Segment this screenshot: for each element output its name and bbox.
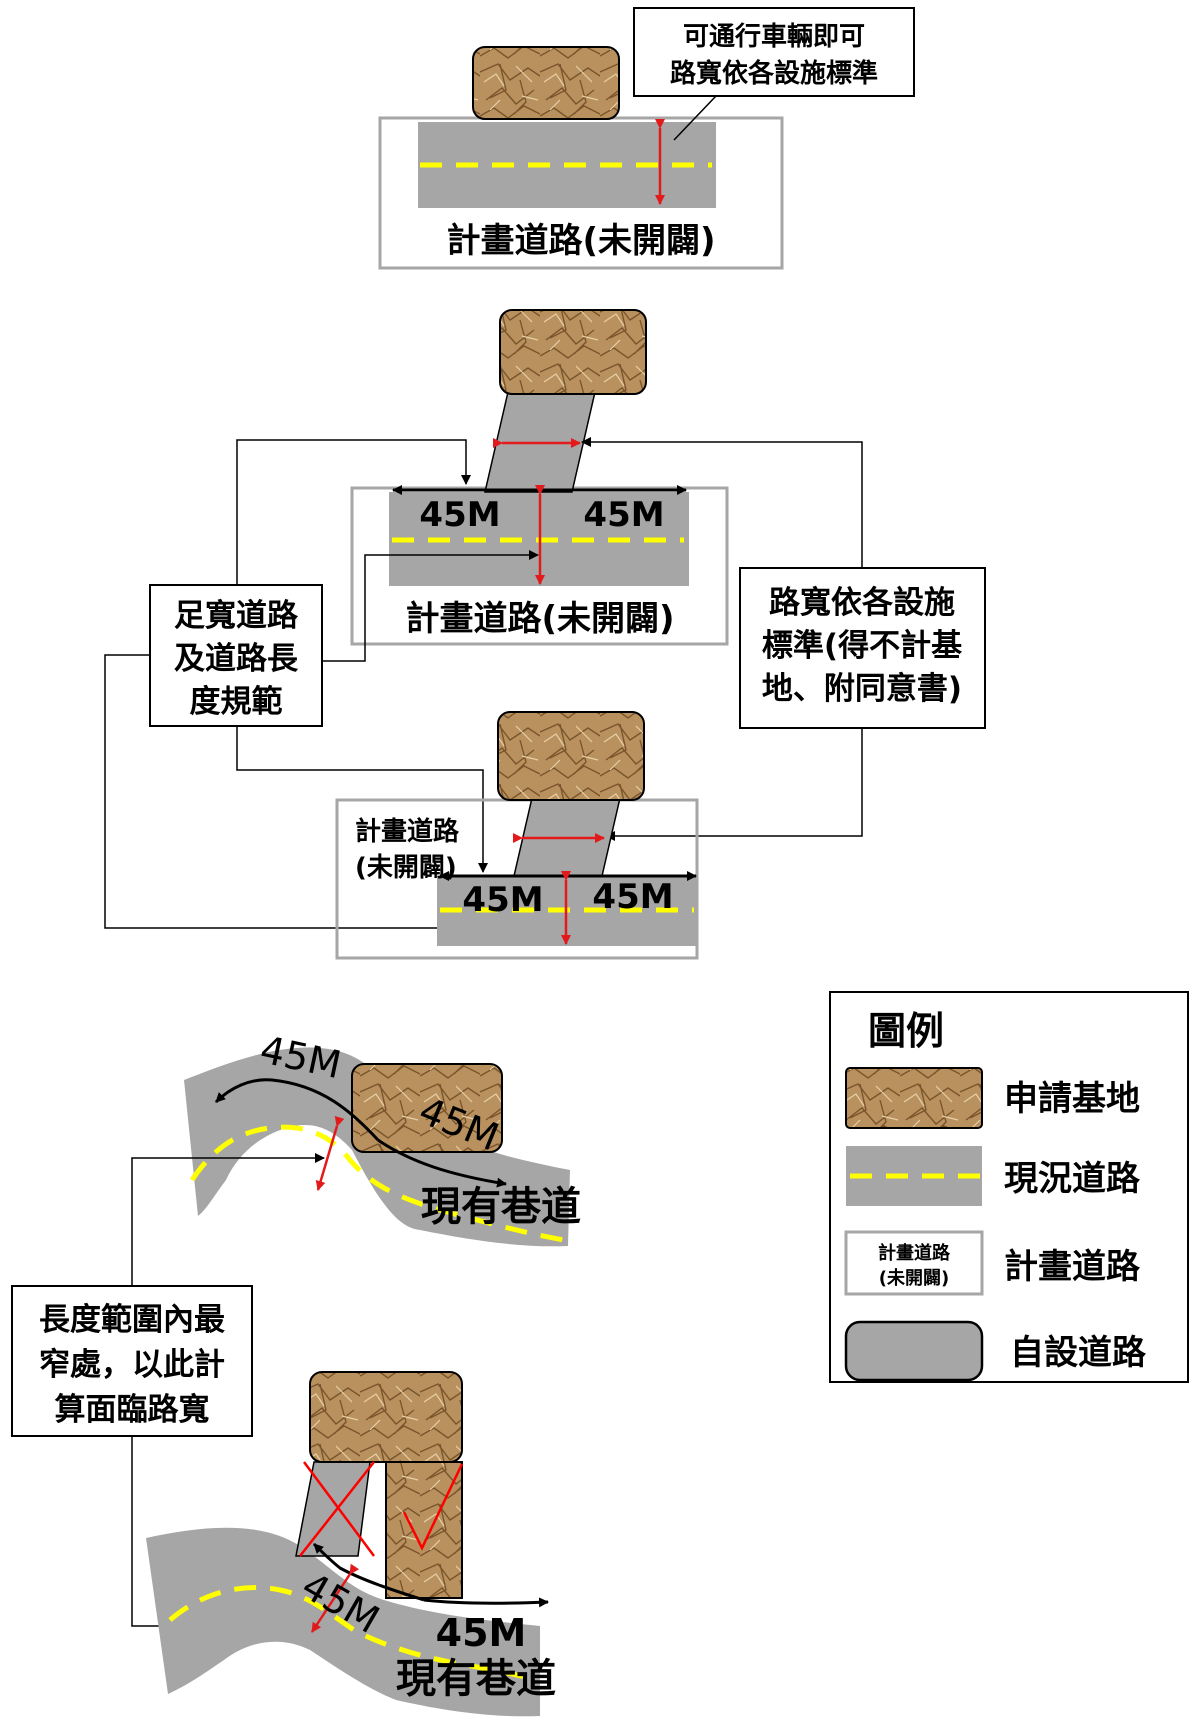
- legend-planned-road-icon-text-1: 計畫道路: [878, 1242, 951, 1264]
- callout-line-2: 路寬依各設施標準: [670, 58, 878, 89]
- callout-line-1: 可通行車輛即可: [683, 21, 865, 52]
- length-label-right: 45M: [583, 495, 664, 535]
- side-note-right-line-2: 標準(得不計基: [762, 628, 962, 664]
- length-label-left: 45M: [419, 495, 500, 535]
- length-label-right: 45M: [436, 1611, 527, 1655]
- side-note-left: 足寬道路 及道路長 度規範: [149, 584, 323, 727]
- rejected-access-road: [295, 1461, 371, 1557]
- check-mark-icon: [402, 1463, 464, 1551]
- connector-right-to-d2: [581, 437, 863, 568]
- side-note-right: 路寬依各設施 標準(得不計基 地、附同意書): [739, 567, 986, 729]
- accepted-access-road: [385, 1461, 463, 1599]
- connector-right-to-d3: [605, 728, 863, 841]
- road-label-line-2: (未開闢): [355, 853, 457, 883]
- side-note-left-line-2: 及道路長: [174, 641, 299, 677]
- length-label-left: 45M: [462, 880, 543, 920]
- center-dash-line: [189, 1124, 565, 1243]
- application-site: [497, 711, 645, 801]
- legend-label-planned-road: 計畫道路: [1004, 1247, 1141, 1287]
- self-built-road-icon: [844, 1320, 984, 1382]
- application-site: [472, 46, 620, 120]
- legend-title: 圖例: [868, 1009, 944, 1053]
- legend-label-existing-road: 現況道路: [1004, 1159, 1141, 1199]
- note-bottom-line-2: 窄處，以此計: [39, 1347, 225, 1383]
- center-dash-line: [168, 1585, 541, 1683]
- length-label-right: 45M: [592, 877, 673, 917]
- diagram-2: 45M 45M 計畫道路(未開闢): [350, 309, 729, 646]
- diagram-5: 45M 45M 現有巷道: [146, 1371, 556, 1717]
- note-bottom-line-3: 算面臨路寬: [55, 1392, 210, 1428]
- application-site-icon: [845, 1067, 983, 1129]
- legend-planned-road-icon-text-2: (未開闢): [879, 1268, 949, 1289]
- alley-label: 現有巷道: [396, 1656, 556, 1702]
- diagram-1: 可通行車輛即可 路寬依各設施標準 計畫道路(未開闢): [378, 7, 915, 270]
- note-bottom-line-1: 長度範圍內最: [39, 1302, 225, 1338]
- application-site: [499, 309, 647, 395]
- road-width-arrow: [315, 1115, 345, 1191]
- application-site: [309, 1371, 463, 1463]
- road-label: 計畫道路(未開闢): [405, 599, 674, 639]
- connector-left-to-d3-length: [236, 726, 488, 873]
- side-note-left-line-1: 足寬道路: [174, 598, 299, 634]
- legend-label-site: 申請基地: [1004, 1079, 1140, 1119]
- length-arrow-right: [377, 1138, 507, 1188]
- side-note-left-line-3: 度規範: [190, 684, 283, 720]
- diagram-4: 45M 45M 現有巷道: [184, 1027, 581, 1247]
- connector-left-to-d2-road: [322, 550, 539, 662]
- length-arrow-right: [423, 1597, 549, 1608]
- diagram-3: 計畫道路 (未開闢) 45M 45M: [335, 711, 699, 960]
- connector-note-to-d4: [131, 1153, 325, 1286]
- callout-box: [633, 7, 915, 97]
- side-note-right-line-1: 路寬依各設施: [769, 585, 955, 621]
- note-bottom: 長度範圍內最 窄處，以此計 算面臨路寬: [11, 1285, 253, 1437]
- side-note-right-line-3: 地、附同意書): [762, 671, 962, 707]
- planned-road-icon: [844, 1230, 984, 1296]
- cross-mark-icon: [299, 1461, 376, 1557]
- connector-left-to-d2-length: [236, 439, 471, 585]
- callout-leader: [673, 95, 717, 141]
- road-label-line-1: 計畫道路: [355, 816, 460, 847]
- alley-label: 現有巷道: [421, 1184, 581, 1230]
- application-site: [351, 1063, 503, 1153]
- legend-label-self-built-road: 自設道路: [1010, 1333, 1147, 1373]
- road-width-arrow: [310, 1563, 360, 1633]
- road-label: 計畫道路(未開闢): [446, 221, 715, 261]
- legend: 圖例 申請基地 現況道路 計畫道路 (未開闢) 計畫道路 自設道路: [829, 991, 1189, 1383]
- length-arrow-left: [214, 1078, 380, 1142]
